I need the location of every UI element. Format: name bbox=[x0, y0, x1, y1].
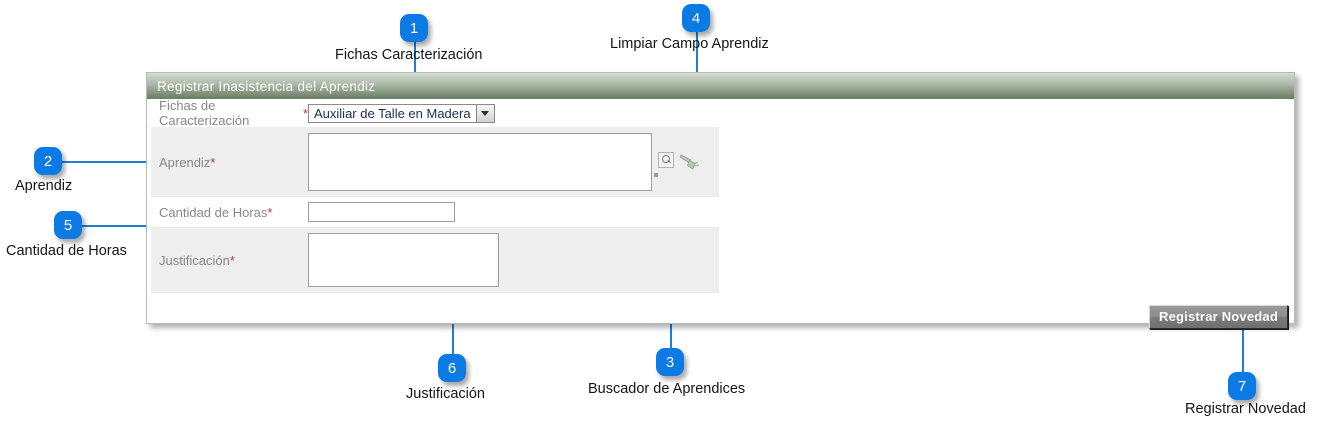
label-cantidad-horas-text: Cantidad de Horas bbox=[159, 204, 268, 220]
callout-badge-3[interactable]: 3 bbox=[656, 348, 684, 376]
field-justificacion bbox=[308, 227, 719, 293]
callout-label-5: Cantidad de Horas bbox=[6, 243, 127, 259]
callout-badge-6[interactable]: 6 bbox=[438, 354, 466, 382]
required-marker: * bbox=[302, 105, 308, 121]
form-row-cantidad-horas: Cantidad de Horas* bbox=[151, 197, 719, 227]
connector-line-6 bbox=[452, 296, 454, 354]
field-aprendiz bbox=[308, 127, 652, 197]
callout-badge-1[interactable]: 1 bbox=[400, 14, 428, 42]
fichas-caracterizacion-select[interactable]: Auxiliar de Talle en Madera bbox=[308, 103, 495, 123]
connector-line-2 bbox=[62, 161, 162, 163]
search-icon-tail bbox=[654, 172, 658, 177]
callout-badge-5[interactable]: 5 bbox=[54, 211, 82, 239]
label-justificacion: Justificación* bbox=[151, 227, 308, 293]
form-row-aprendiz: Aprendiz* bbox=[151, 127, 719, 197]
broom-clear-icon[interactable] bbox=[678, 152, 700, 172]
field-fichas: Auxiliar de Talle en Madera bbox=[308, 99, 719, 127]
callout-label-6: Justificación bbox=[406, 386, 485, 402]
label-aprendiz-text: Aprendiz bbox=[159, 154, 211, 170]
label-fichas: Fichas de Caracterización * bbox=[151, 98, 308, 128]
callout-label-2: Aprendiz bbox=[15, 178, 73, 194]
form-body: Fichas de Caracterización * Auxiliar de T… bbox=[147, 98, 1294, 329]
callout-badge-7[interactable]: 7 bbox=[1228, 372, 1256, 400]
aprendiz-actions bbox=[652, 127, 714, 197]
callout-label-1: Fichas Caracterización bbox=[335, 47, 483, 63]
registrar-novedad-button[interactable]: Registrar Novedad bbox=[1149, 305, 1288, 329]
label-cantidad-horas: Cantidad de Horas* bbox=[151, 197, 308, 227]
label-aprendiz: Aprendiz* bbox=[151, 127, 308, 197]
callout-label-3: Buscador de Aprendices bbox=[588, 381, 746, 397]
aprendiz-textarea[interactable] bbox=[308, 133, 652, 191]
fichas-select-value: Auxiliar de Talle en Madera bbox=[314, 105, 471, 121]
label-fichas-text: Fichas de Caracterización bbox=[159, 98, 250, 128]
required-marker: * bbox=[267, 204, 273, 220]
connector-line-7 bbox=[1242, 320, 1244, 374]
field-cantidad-horas bbox=[308, 197, 719, 227]
search-icon[interactable] bbox=[658, 151, 674, 168]
cantidad-horas-input[interactable] bbox=[308, 202, 455, 222]
registrar-inasistencia-panel: Registrar Inasistencia del Aprendiz Fich… bbox=[146, 72, 1295, 329]
justificacion-textarea[interactable] bbox=[308, 233, 499, 287]
form-row-justificacion: Justificación* bbox=[151, 227, 719, 293]
page-title: Registrar Inasistencia del Aprendiz bbox=[157, 78, 376, 94]
label-justificacion-text: Justificación bbox=[159, 252, 230, 268]
callout-badge-2[interactable]: 2 bbox=[34, 147, 62, 175]
callout-label-7: Registrar Novedad bbox=[1185, 401, 1306, 417]
callout-label-4: Limpiar Campo Aprendiz bbox=[610, 36, 769, 52]
required-marker: * bbox=[229, 252, 235, 268]
submit-row: Registrar Novedad bbox=[147, 305, 1294, 329]
callout-badge-4[interactable]: 4 bbox=[682, 4, 710, 32]
required-marker: * bbox=[210, 154, 216, 170]
form-row-fichas: Fichas de Caracterización * Auxiliar de T… bbox=[151, 98, 719, 128]
chevron-down-icon[interactable] bbox=[475, 104, 494, 122]
connector-line-5 bbox=[82, 225, 162, 227]
panel-header: Registrar Inasistencia del Aprendiz bbox=[147, 73, 1294, 99]
